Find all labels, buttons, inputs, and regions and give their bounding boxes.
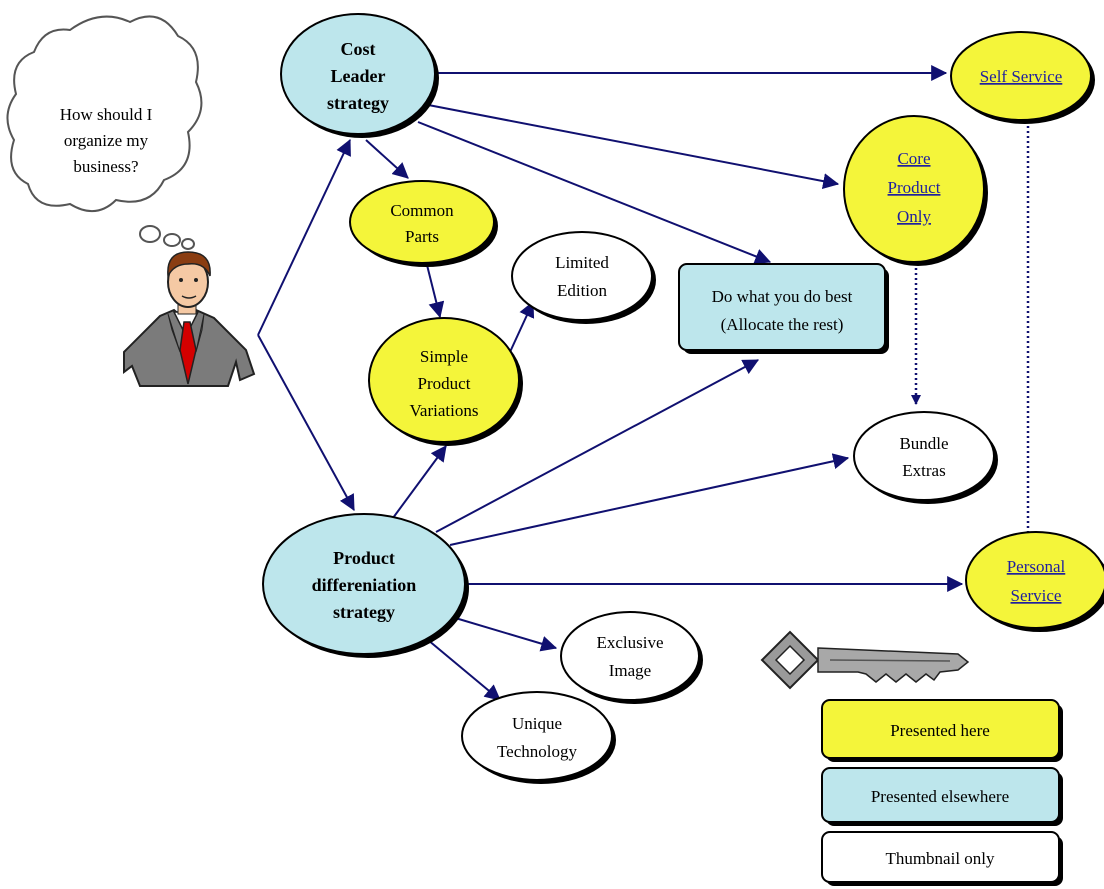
cost-leader-line-2: Leader — [331, 66, 386, 86]
common-parts-line-1: Common — [390, 201, 454, 220]
node-cost-leader-strategy: Cost Leader strategy — [280, 13, 439, 138]
unique-tech-line-1: Unique — [512, 714, 562, 733]
exclusive-image-line-1: Exclusive — [596, 633, 663, 652]
core-product-line-2[interactable]: Product — [888, 178, 941, 197]
node-personal-service[interactable]: Personal Service — [965, 531, 1104, 632]
edge-variations-to-limited — [509, 300, 535, 353]
core-product-line-3[interactable]: Only — [897, 207, 932, 226]
thought-line-1: How should I — [60, 105, 153, 124]
limited-edition-line-2: Edition — [557, 281, 608, 300]
variations-line-3: Variations — [410, 401, 479, 420]
edge-diff-to-exclusive — [451, 616, 558, 652]
legend: Presented here Presented elsewhere Thumb… — [821, 699, 1063, 886]
product-diff-line-2: differeniation — [312, 575, 417, 595]
product-diff-line-1: Product — [333, 548, 395, 568]
legend-presented-elsewhere: Presented elsewhere — [821, 767, 1063, 826]
edge-thinker-to-cost — [257, 138, 351, 336]
cost-leader-line-1: Cost — [341, 39, 376, 59]
legend-presented-here-label: Presented here — [890, 721, 990, 740]
legend-thumbnail-only-label: Thumbnail only — [885, 849, 995, 868]
edges — [257, 65, 1033, 701]
edge-cost-to-do-best — [417, 121, 772, 264]
edge-common-to-variations — [426, 264, 445, 319]
node-core-product-only[interactable]: Core Product Only — [843, 115, 988, 266]
node-do-what-you-do-best: Do what you do best (Allocate the rest) — [678, 263, 889, 354]
bundle-extras-line-1: Bundle — [899, 434, 948, 453]
exclusive-image-line-2: Image — [609, 661, 651, 680]
node-bundle-extras: Bundle Extras — [853, 411, 998, 504]
edge-cost-to-core-product — [417, 102, 840, 190]
personal-service-line-1[interactable]: Personal — [1007, 557, 1066, 576]
node-simple-product-variations: Simple Product Variations — [368, 317, 523, 446]
common-parts-line-2: Parts — [405, 227, 439, 246]
node-self-service[interactable]: Self Service — [950, 31, 1095, 124]
edge-diff-to-bundle — [449, 453, 850, 546]
edge-cost-to-common-parts — [365, 139, 409, 179]
node-unique-technology: Unique Technology — [461, 691, 616, 784]
do-best-line-1: Do what you do best — [712, 287, 853, 306]
legend-presented-elsewhere-label: Presented elsewhere — [871, 787, 1009, 806]
core-product-line-1[interactable]: Core — [897, 149, 930, 168]
edge-diff-to-do-best — [435, 359, 760, 533]
self-service-label[interactable]: Self Service — [980, 67, 1063, 86]
bundle-extras-line-2: Extras — [902, 461, 945, 480]
legend-thumbnail-only: Thumbnail only — [821, 831, 1063, 886]
cost-leader-line-3: strategy — [327, 93, 389, 113]
node-limited-edition: Limited Edition — [511, 231, 656, 324]
do-best-line-2: (Allocate the rest) — [721, 315, 844, 334]
node-common-parts: Common Parts — [349, 180, 498, 267]
variations-line-2: Product — [418, 374, 471, 393]
limited-edition-line-1: Limited — [555, 253, 609, 272]
personal-service-line-2[interactable]: Service — [1011, 586, 1062, 605]
thought-line-3: business? — [73, 157, 138, 176]
businessman-icon — [123, 251, 256, 387]
node-product-differentiation-strategy: Product differeniation strategy — [262, 513, 469, 658]
legend-presented-here: Presented here — [821, 699, 1063, 762]
edge-thinker-to-product-diff — [257, 334, 355, 512]
product-diff-line-3: strategy — [333, 602, 395, 622]
thought-bubble: How should I organize my business? — [6, 15, 203, 250]
key-icon — [760, 630, 970, 690]
variations-line-1: Simple — [420, 347, 468, 366]
thought-line-2: organize my — [64, 131, 149, 150]
node-exclusive-image: Exclusive Image — [560, 611, 703, 704]
edge-diff-to-variations — [389, 445, 447, 523]
edge-diff-to-unique — [427, 639, 501, 701]
unique-tech-line-2: Technology — [497, 742, 578, 761]
